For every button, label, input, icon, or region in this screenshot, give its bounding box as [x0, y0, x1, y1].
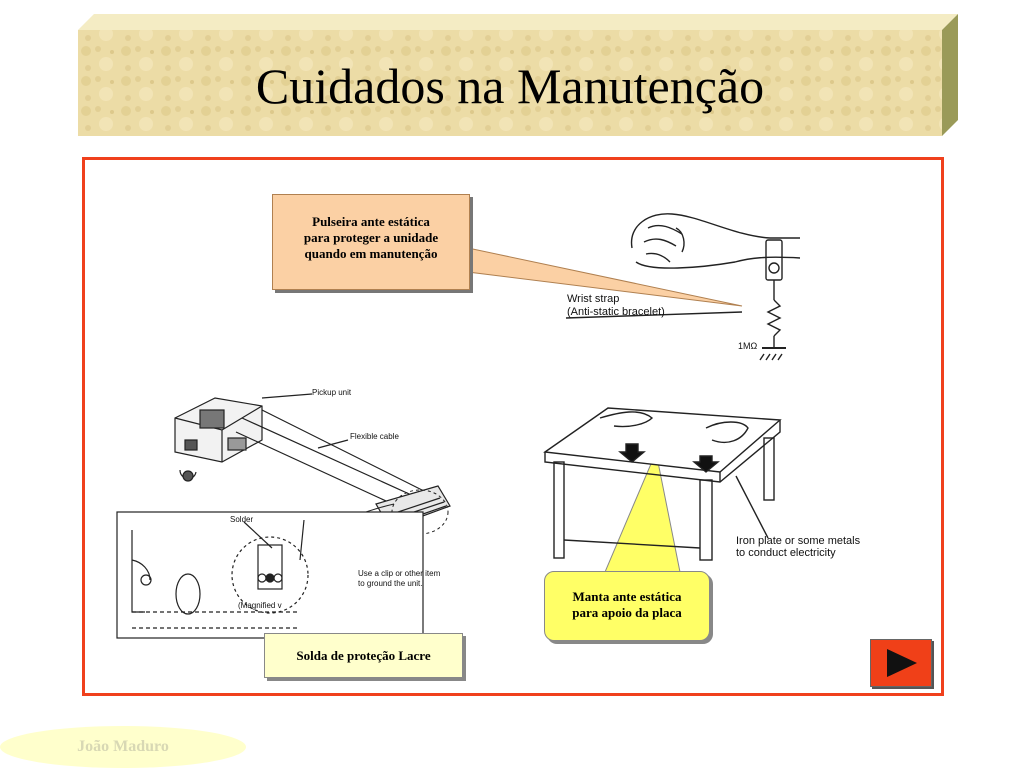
mat-callout-line2: para apoio da placa: [572, 605, 682, 620]
wrist-strap-label: Wrist strap: [567, 293, 619, 305]
wrist-callout-line2: para proteger a unidade: [303, 230, 439, 245]
antistatic-mat-callout: Manta ante estática para apoio da placa: [544, 571, 710, 641]
iron-plate-label-line2: to conduct electricity: [736, 547, 836, 559]
page-title: Cuidados na Manutenção: [255, 58, 765, 114]
author-name: João Maduro: [77, 738, 169, 755]
next-slide-button[interactable]: [870, 639, 932, 687]
title-banner: [78, 14, 958, 136]
author-badge: João Maduro: [0, 726, 246, 768]
solder-label: Solder: [230, 515, 253, 524]
play-right-icon: [887, 649, 917, 677]
resistor-label: 1MΩ: [738, 341, 758, 351]
flexible-cable-label: Flexible cable: [350, 432, 399, 441]
pickup-unit-drawing: [174, 393, 451, 529]
pickup-unit-label: Pickup unit: [312, 388, 352, 397]
magnified-solder-drawing: [116, 511, 424, 639]
clip-label-line1: Use a clip or other item: [358, 569, 441, 578]
anti-static-label: (Anti-static bracelet): [567, 306, 665, 318]
solder-callout-text: Solda de proteção Lacre: [296, 648, 431, 663]
wrist-callout-line1: Pulseira ante estática: [312, 214, 430, 229]
mat-callout-line1: Manta ante estática: [572, 589, 682, 604]
iron-plate-label-line1: Iron plate or some metals: [736, 535, 861, 547]
wrist-strap-callout: Pulseira ante estática para proteger a u…: [272, 194, 470, 290]
clip-label-line2: to ground the unit.: [358, 579, 423, 588]
wrist-callout-line3: quando em manutenção: [304, 246, 438, 261]
antistatic-table-drawing: [543, 407, 782, 561]
wrist-strap-drawing: [565, 213, 801, 361]
solder-callout: Solda de proteção Lacre: [264, 633, 463, 678]
magnified-label: (Magnified v: [238, 601, 282, 610]
